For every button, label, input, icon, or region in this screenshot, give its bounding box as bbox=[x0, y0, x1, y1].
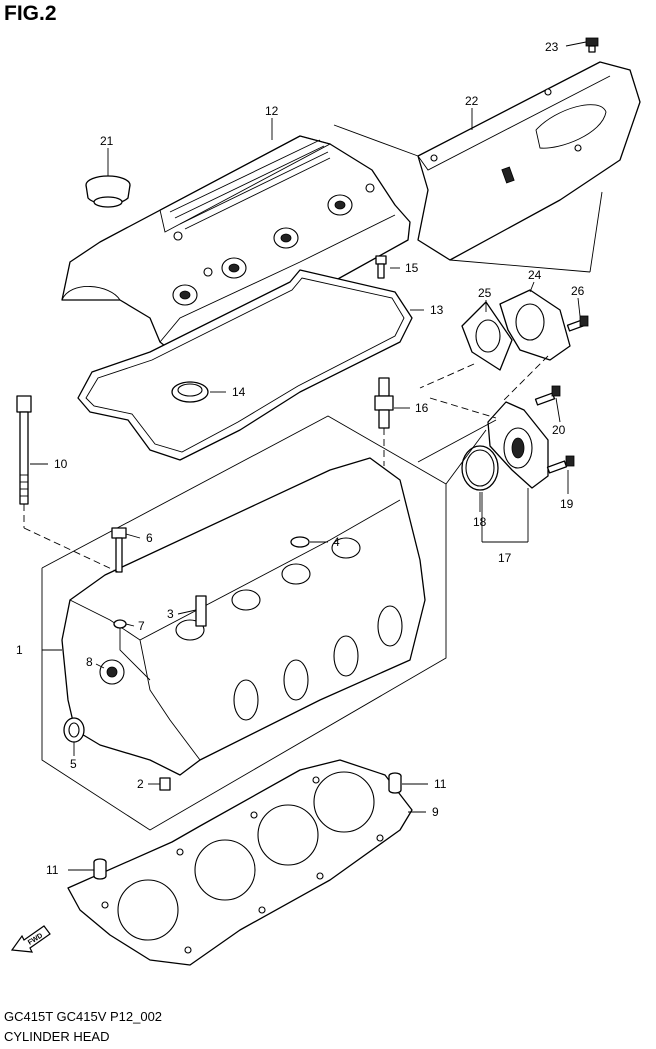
thermostat-o-ring bbox=[461, 445, 499, 491]
thermostat-bolt-lower bbox=[546, 455, 575, 474]
callout-15: 15 bbox=[405, 261, 419, 275]
water-outlet-housing bbox=[499, 289, 571, 361]
thermostat-bolt-upper bbox=[534, 385, 561, 406]
head-bolt bbox=[16, 395, 32, 505]
cylinder-head-cover bbox=[61, 135, 411, 359]
callout-22: 22 bbox=[465, 94, 479, 108]
callout-1: 1 bbox=[16, 643, 23, 657]
oil-filler-cap bbox=[85, 175, 131, 208]
upper-heat-cover bbox=[417, 61, 641, 261]
cover-gasket bbox=[77, 269, 413, 461]
fwd-arrow-icon: FWD bbox=[10, 925, 51, 953]
callout-20: 20 bbox=[552, 423, 566, 437]
callout-11-right: 11 bbox=[434, 777, 447, 791]
callout-9: 9 bbox=[432, 805, 439, 819]
heat-cover-screw bbox=[585, 37, 599, 53]
callout-26: 26 bbox=[571, 284, 585, 298]
callout-23: 23 bbox=[545, 40, 559, 54]
callout-11-left: 11 bbox=[46, 863, 59, 877]
callout-17: 17 bbox=[498, 551, 512, 565]
callout-18: 18 bbox=[473, 515, 487, 529]
gasket-dowel-left bbox=[93, 858, 107, 880]
callout-7: 7 bbox=[138, 619, 145, 633]
head-group-frame bbox=[41, 415, 447, 831]
outlet-gasket bbox=[461, 301, 513, 371]
callout-13: 13 bbox=[430, 303, 444, 317]
callout-16: 16 bbox=[415, 401, 429, 415]
cover-bolt bbox=[375, 255, 387, 279]
callout-6: 6 bbox=[146, 531, 153, 545]
cylinder-head-gasket bbox=[67, 759, 413, 966]
figure-name-label: CYLINDER HEAD bbox=[4, 1029, 110, 1044]
callout-24: 24 bbox=[528, 268, 542, 282]
callout-3: 3 bbox=[167, 607, 174, 621]
callout-12: 12 bbox=[265, 104, 279, 118]
gasket-dowel-right bbox=[388, 772, 402, 794]
callout-14: 14 bbox=[232, 385, 246, 399]
cylinder-head bbox=[61, 457, 426, 776]
callout-2: 2 bbox=[137, 777, 144, 791]
cam-housing-bolt bbox=[111, 527, 127, 573]
camshaft-oil-seal bbox=[63, 717, 85, 743]
callout-10: 10 bbox=[54, 457, 68, 471]
callout-4: 4 bbox=[333, 535, 340, 549]
cylinder-head-sensor bbox=[374, 377, 394, 429]
outlet-bolt bbox=[566, 315, 589, 332]
callout-25: 25 bbox=[478, 286, 492, 300]
figure-title: FIG.2 bbox=[4, 2, 57, 25]
callout-5: 5 bbox=[70, 757, 77, 771]
plug-seal bbox=[171, 381, 209, 403]
callout-8: 8 bbox=[86, 655, 93, 669]
model-code-label: GC415T GC415V P12_002 bbox=[4, 1009, 163, 1024]
callout-21: 21 bbox=[100, 134, 114, 148]
dowel-pin bbox=[159, 777, 171, 791]
callout-19: 19 bbox=[560, 497, 574, 511]
thermostat-housing bbox=[487, 401, 549, 489]
